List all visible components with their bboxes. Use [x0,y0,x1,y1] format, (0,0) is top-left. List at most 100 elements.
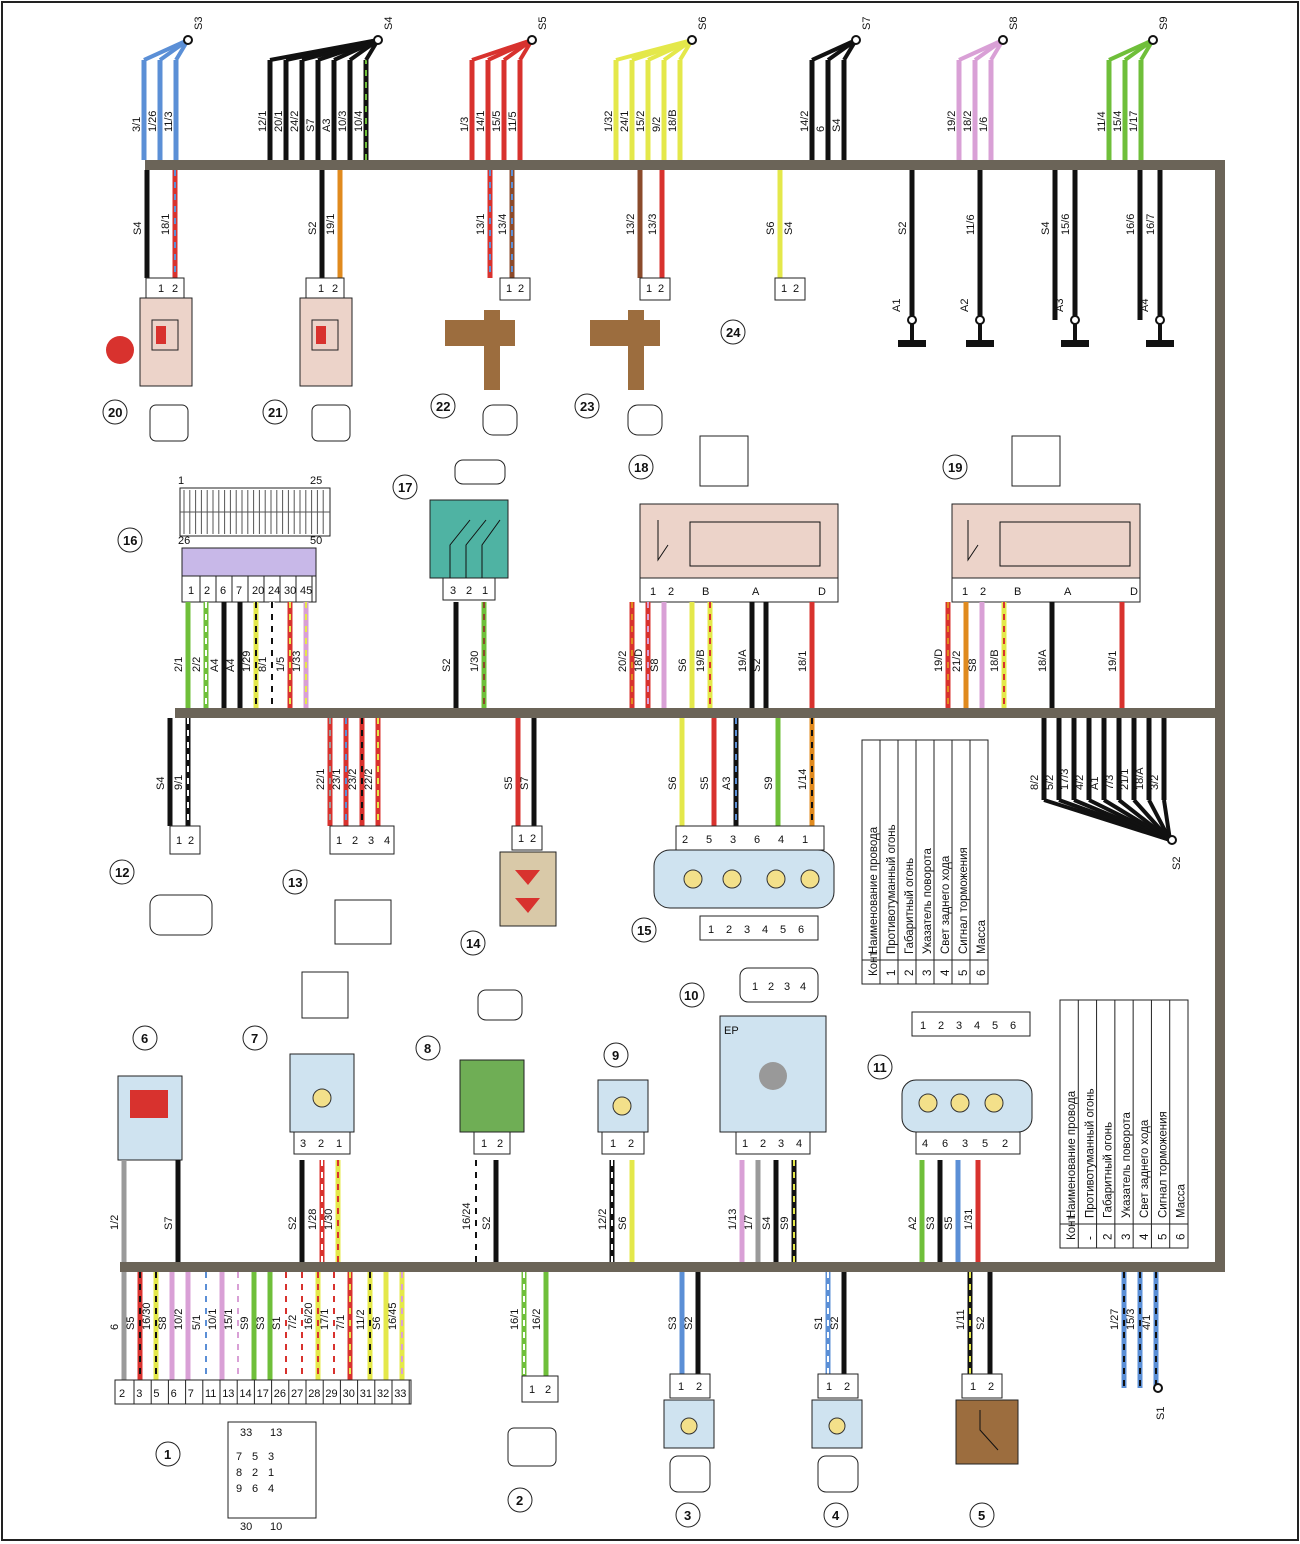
wire-label: 1/30 [469,651,481,672]
svg-text:1: 1 [962,586,968,598]
splice-label: S4 [383,17,395,30]
wire-label: S2 [897,222,909,235]
wire-label: 18/B [989,649,1001,672]
wire-label: 4/1 [1141,1315,1153,1330]
splice-node [183,35,193,45]
svg-text:A: A [752,586,760,598]
svg-text:1: 1 [178,475,184,487]
wire-label: S6 [371,1317,383,1330]
wire-label: 22/2 [363,769,375,790]
diode-icon [515,870,540,913]
wire-label: 13/1 [475,214,487,235]
ground-icon [898,340,926,347]
wire-label: 1/26 [147,111,159,132]
table-cell: Масса [1176,1183,1188,1218]
svg-text:2: 2 [768,981,774,993]
svg-text:3: 3 [684,1508,691,1523]
svg-text:7: 7 [236,1451,242,1463]
svg-text:2: 2 [188,835,194,847]
wire-label: 3/2 [1149,775,1161,790]
wire-label: 24/1 [619,111,631,132]
svg-text:1: 1 [802,834,808,846]
wire-label: 1/29 [241,651,253,672]
wire-label: 9/2 [651,117,663,132]
wire-label: S2 [441,659,453,672]
wire-label: 17/1 [319,1309,331,1330]
svg-text:2: 2 [938,1020,944,1032]
wire-label: S2 [481,1217,493,1230]
wire-label: 15/2 [635,111,647,132]
svg-text:4: 4 [796,1138,802,1150]
svg-text:1: 1 [752,981,758,993]
svg-text:18: 18 [634,460,648,475]
svg-text:EP: EP [724,1025,739,1037]
svg-text:2: 2 [352,835,358,847]
svg-text:1: 1 [481,1138,487,1150]
wire [662,38,694,62]
svg-text:32: 32 [377,1388,389,1400]
svg-text:9: 9 [612,1048,619,1063]
wire-label: 7/1 [335,1315,347,1330]
wire [158,38,190,62]
svg-text:2: 2 [204,585,210,597]
lamp-icon [612,1096,632,1116]
wire-label: S3 [667,1317,679,1330]
wire [502,38,534,62]
svg-text:1: 1 [268,1467,274,1479]
wire-label: S3 [255,1317,267,1330]
table-cell: 1 [886,970,898,976]
wire-label: A3 [321,119,333,132]
svg-text:21: 21 [268,405,282,420]
table-cell: 6 [976,970,988,976]
table-cell: Габаритный огонь [904,858,916,954]
svg-text:2: 2 [466,585,472,597]
wire-label: 22/1 [315,769,327,790]
wire-label: 18/B [667,109,679,132]
svg-text:11: 11 [205,1388,216,1400]
wire-label: S9 [239,1317,251,1330]
lamp-icon [828,1417,846,1435]
svg-text:33: 33 [240,1427,252,1439]
table-cell: Сигнал торможения [1157,1111,1169,1218]
svg-text:1: 1 [518,833,524,845]
svg-text:1: 1 [920,1020,926,1032]
wire-label: 18/1 [797,651,809,672]
wire-label: 13/3 [647,214,659,235]
svg-text:3: 3 [784,981,790,993]
wire-label: 11/4 [1096,111,1108,132]
wire-label: S4 [132,222,144,235]
wire [826,38,858,62]
svg-text:3: 3 [136,1388,142,1400]
wire-label: 15/6 [1060,214,1072,235]
svg-text:2: 2 [668,586,674,598]
wire-label: S9 [763,777,775,790]
svg-text:3: 3 [300,1138,306,1150]
svg-text:26: 26 [274,1388,286,1400]
table-cell: Масса [976,919,988,954]
svg-text:3: 3 [744,924,750,936]
wire-label: 4/2 [1074,775,1086,790]
svg-text:17: 17 [257,1388,269,1400]
splice-node [851,35,861,45]
svg-text:6: 6 [1010,1020,1016,1032]
svg-text:33: 33 [394,1388,406,1400]
svg-text:13: 13 [288,875,302,890]
wire-label: S5 [699,777,711,790]
connector-21-face [311,404,351,442]
svg-text:1: 1 [646,283,652,295]
table-cell: Наименование провода [868,826,880,954]
svg-text:2: 2 [726,924,732,936]
table-cell: Свет заднего хода [940,855,952,954]
